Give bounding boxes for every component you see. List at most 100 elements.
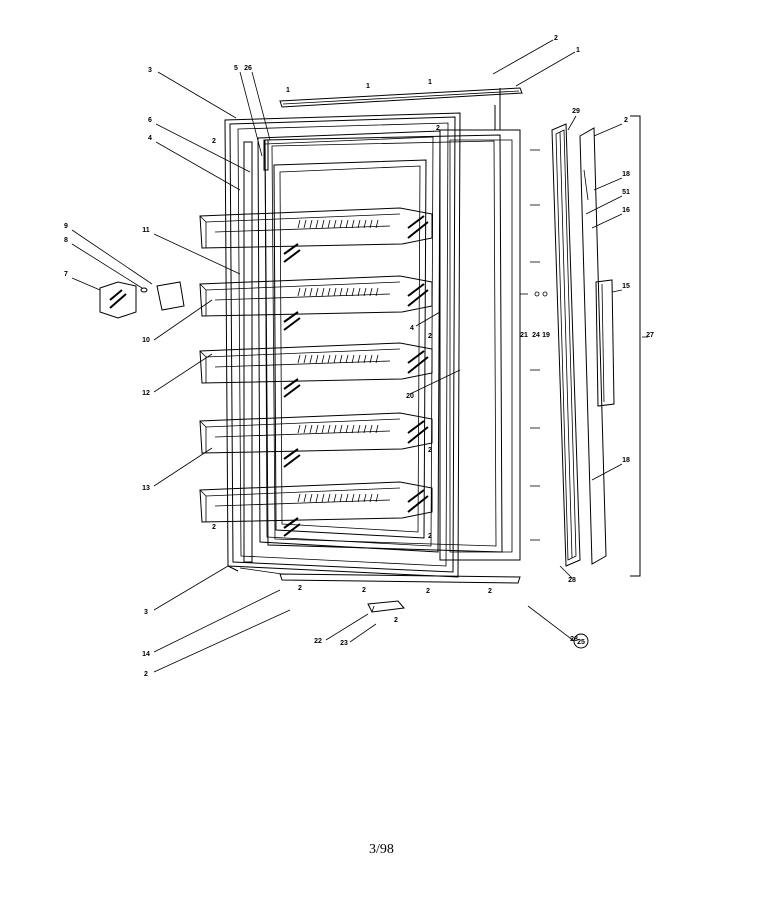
- part-number-label: 2: [624, 117, 628, 124]
- part-number-label: 4: [410, 325, 414, 332]
- part-number-label: 51: [622, 189, 630, 196]
- part-number-label: 18: [622, 457, 630, 464]
- part-leader: 6: [148, 117, 251, 173]
- part-leader: 2: [144, 609, 291, 678]
- part-leader: 2: [593, 117, 628, 137]
- part-leader: 7: [64, 271, 101, 291]
- door-shelf: [199, 412, 433, 468]
- top-cap-strip: [279, 87, 523, 108]
- part-number-label: 8: [64, 237, 68, 244]
- door-shelf: [199, 207, 433, 263]
- part-leader: 26: [244, 65, 271, 141]
- part-leader: 3: [148, 67, 237, 119]
- part-number-label: 2: [426, 588, 430, 595]
- part-leader: 27: [642, 332, 654, 339]
- part-number-label: 2: [212, 524, 216, 531]
- part-leader: 28: [559, 565, 576, 584]
- part-number-label: 25: [577, 639, 585, 646]
- door-shelves: [199, 207, 433, 537]
- part-leader: 29: [567, 108, 580, 131]
- part-number-label: 10: [142, 337, 150, 344]
- part-number-label: 2: [488, 588, 492, 595]
- part-number-label: 1: [576, 47, 580, 54]
- bottom-hinge-bracket: [367, 600, 405, 613]
- part-number-label: 7: [64, 271, 68, 278]
- part-number-label: 12: [142, 390, 150, 397]
- part-number-label: 2: [362, 587, 366, 594]
- part-leader: 28: [527, 605, 578, 643]
- part-number-label: 28: [570, 636, 578, 643]
- part-leader: 23: [340, 623, 377, 647]
- door-inner-liner: [257, 130, 441, 553]
- part-number-label: 28: [568, 577, 576, 584]
- door-handle: [595, 279, 615, 407]
- assembly-bracket: [630, 115, 641, 577]
- part-number-label: 2: [298, 585, 302, 592]
- part-number-label: 1: [428, 79, 432, 86]
- cabinet-frame: [439, 88, 521, 561]
- page-code: 3/98: [369, 842, 394, 857]
- part-leader: 3: [144, 565, 229, 616]
- part-number-label: 15: [622, 283, 630, 290]
- part-number-label: 18: [622, 171, 630, 178]
- part-leader: 51: [585, 189, 630, 215]
- part-number-label: 19: [542, 332, 550, 339]
- door-shelf: [199, 275, 433, 331]
- part-number-label: 1: [286, 87, 290, 94]
- part-leader: 12: [142, 353, 213, 397]
- part-leader: 14: [142, 589, 281, 658]
- part-leader: 16: [591, 207, 630, 229]
- part-number-label: 13: [142, 485, 150, 492]
- door-outer-skin: [579, 127, 607, 565]
- door-side-panel: [551, 123, 581, 567]
- part-leader: 5: [234, 65, 263, 157]
- left-hinge-strip: [243, 139, 269, 563]
- part-number-label: 3: [144, 609, 148, 616]
- bottom-cap-strip: [239, 567, 521, 584]
- part-number-label: 26: [244, 65, 252, 72]
- shelf-end-cap: [99, 281, 137, 319]
- door-shelf: [199, 342, 433, 398]
- part-number-label: 20: [406, 393, 414, 400]
- part-number-label: 22: [314, 638, 322, 645]
- screw-markers: [520, 149, 548, 541]
- part-leader: 18: [593, 171, 630, 191]
- part-number-label: 2: [436, 125, 440, 132]
- part-leader: 10: [142, 299, 213, 344]
- part-number-label: 24: [532, 332, 540, 339]
- part-number-label: 9: [64, 223, 68, 230]
- part-number-label: 27: [646, 332, 654, 339]
- outer-door-panel: [224, 112, 461, 578]
- part-number-label: 2: [428, 533, 432, 540]
- part-leader: 2: [492, 35, 558, 75]
- part-number-label: 29: [572, 108, 580, 115]
- part-leader: 18: [591, 457, 630, 481]
- part-number-label: 1: [366, 83, 370, 90]
- part-number-label: 11: [142, 227, 150, 234]
- part-leader: 4: [410, 311, 441, 332]
- part-number-label: 2: [212, 138, 216, 145]
- part-number-label: 23: [340, 640, 348, 647]
- part-number-label: 2: [428, 333, 432, 340]
- part-leader: 13: [142, 447, 213, 492]
- door-shelf: [199, 481, 433, 537]
- part-number-label: 6: [148, 117, 152, 124]
- shelf-end-clip: [156, 281, 185, 311]
- part-number-label: 21: [520, 332, 528, 339]
- part-number-label: 3: [148, 67, 152, 74]
- part-leader: 1: [515, 47, 580, 87]
- part-number-label: 4: [148, 135, 152, 142]
- shelf-pin: [140, 287, 148, 293]
- part-leader: 8: [64, 237, 143, 289]
- part-leader: 11: [142, 227, 241, 275]
- part-number-label: 5: [234, 65, 238, 72]
- part-leader: 9: [64, 223, 153, 285]
- part-number-label: 2: [144, 671, 148, 678]
- part-number-label: 2: [394, 617, 398, 624]
- part-number-label: 2: [428, 447, 432, 454]
- part-leader: 15: [611, 283, 630, 293]
- part-number-label: 16: [622, 207, 630, 214]
- part-leader: 20: [406, 369, 461, 400]
